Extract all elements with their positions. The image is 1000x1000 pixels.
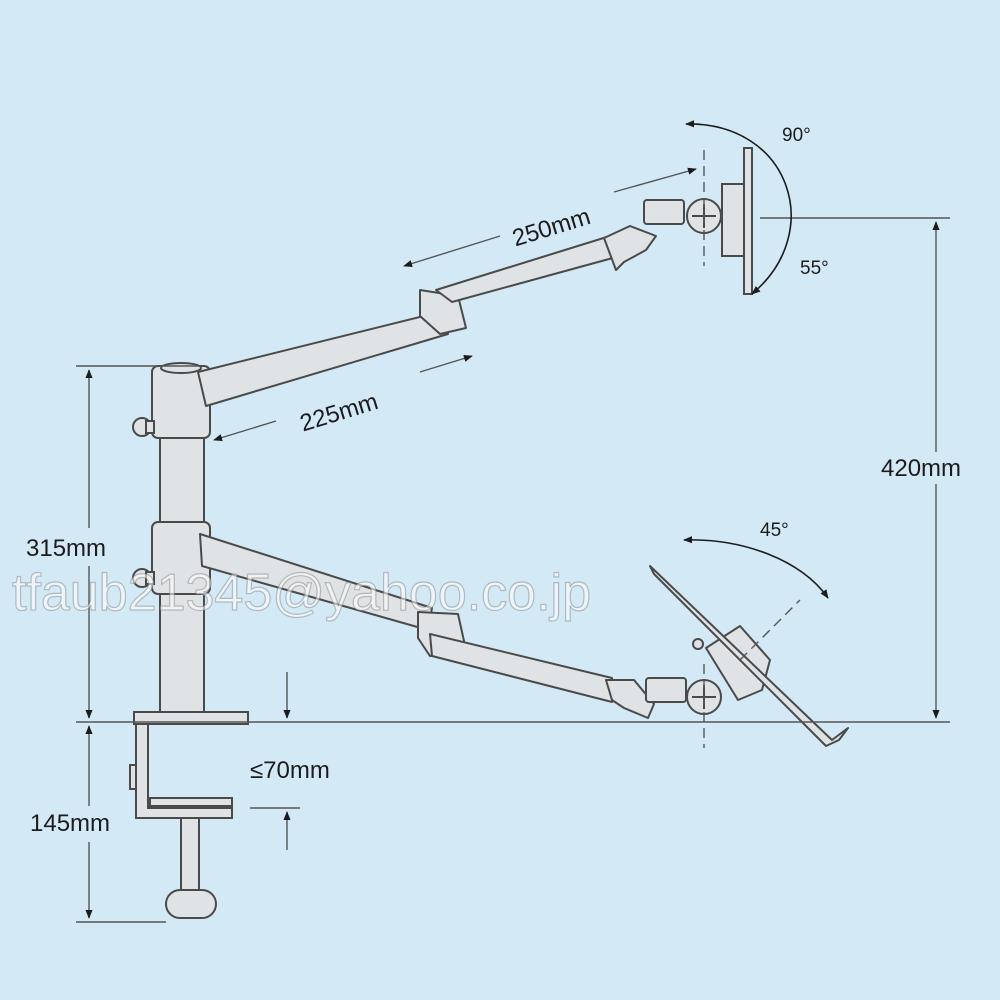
clamp-plate — [149, 797, 233, 807]
label-pole-height: 315mm — [26, 535, 106, 562]
clamp-frame — [135, 723, 233, 819]
second-arm-clevis — [645, 677, 687, 703]
second-arm-segment-2 — [429, 633, 613, 703]
second-arm — [199, 533, 687, 719]
lower-knob-stem — [145, 571, 155, 585]
top-cap — [160, 362, 202, 374]
lower-arm — [197, 199, 685, 407]
lower-arm-head — [603, 225, 657, 271]
top-knob-stem — [145, 420, 155, 434]
vesa-plate — [743, 147, 753, 295]
tray-tilt-body — [705, 625, 771, 701]
dim-225-right — [419, 354, 473, 373]
laptop-tray — [649, 565, 849, 747]
monitor-head — [686, 147, 753, 295]
label-clamp-range: 145mm — [30, 810, 110, 837]
dim-225-left — [213, 420, 277, 442]
dim-250-right — [613, 167, 697, 193]
second-arm-head — [605, 679, 655, 719]
tray-plate — [649, 565, 849, 747]
monitor-tilt-block — [721, 183, 745, 257]
rotation-arcs — [683, 120, 829, 599]
desk-clamp — [129, 723, 233, 919]
clamp-handle — [165, 889, 217, 919]
label-tilt-up: 90° — [782, 125, 811, 146]
clamp-screw — [180, 817, 200, 901]
tray-small-knob — [692, 638, 704, 650]
watermark: tfaub21345@yahoo.co.jp — [12, 564, 591, 622]
label-desk-thickness: ≤70mm — [250, 757, 330, 784]
tilt-arc — [685, 120, 792, 295]
lower-arm-clevis — [643, 199, 685, 225]
lower-arm-segment-1 — [197, 311, 449, 407]
label-lower-arm: 225mm — [297, 388, 381, 437]
dim-250-left — [403, 235, 501, 268]
base-plate — [133, 711, 249, 725]
label-tilt-down: 55° — [800, 258, 829, 279]
label-total-height: 420mm — [881, 455, 961, 482]
clamp-side-mark — [129, 764, 137, 790]
label-tray-tilt: 45° — [760, 520, 789, 541]
tray-tilt-arc — [683, 536, 829, 599]
